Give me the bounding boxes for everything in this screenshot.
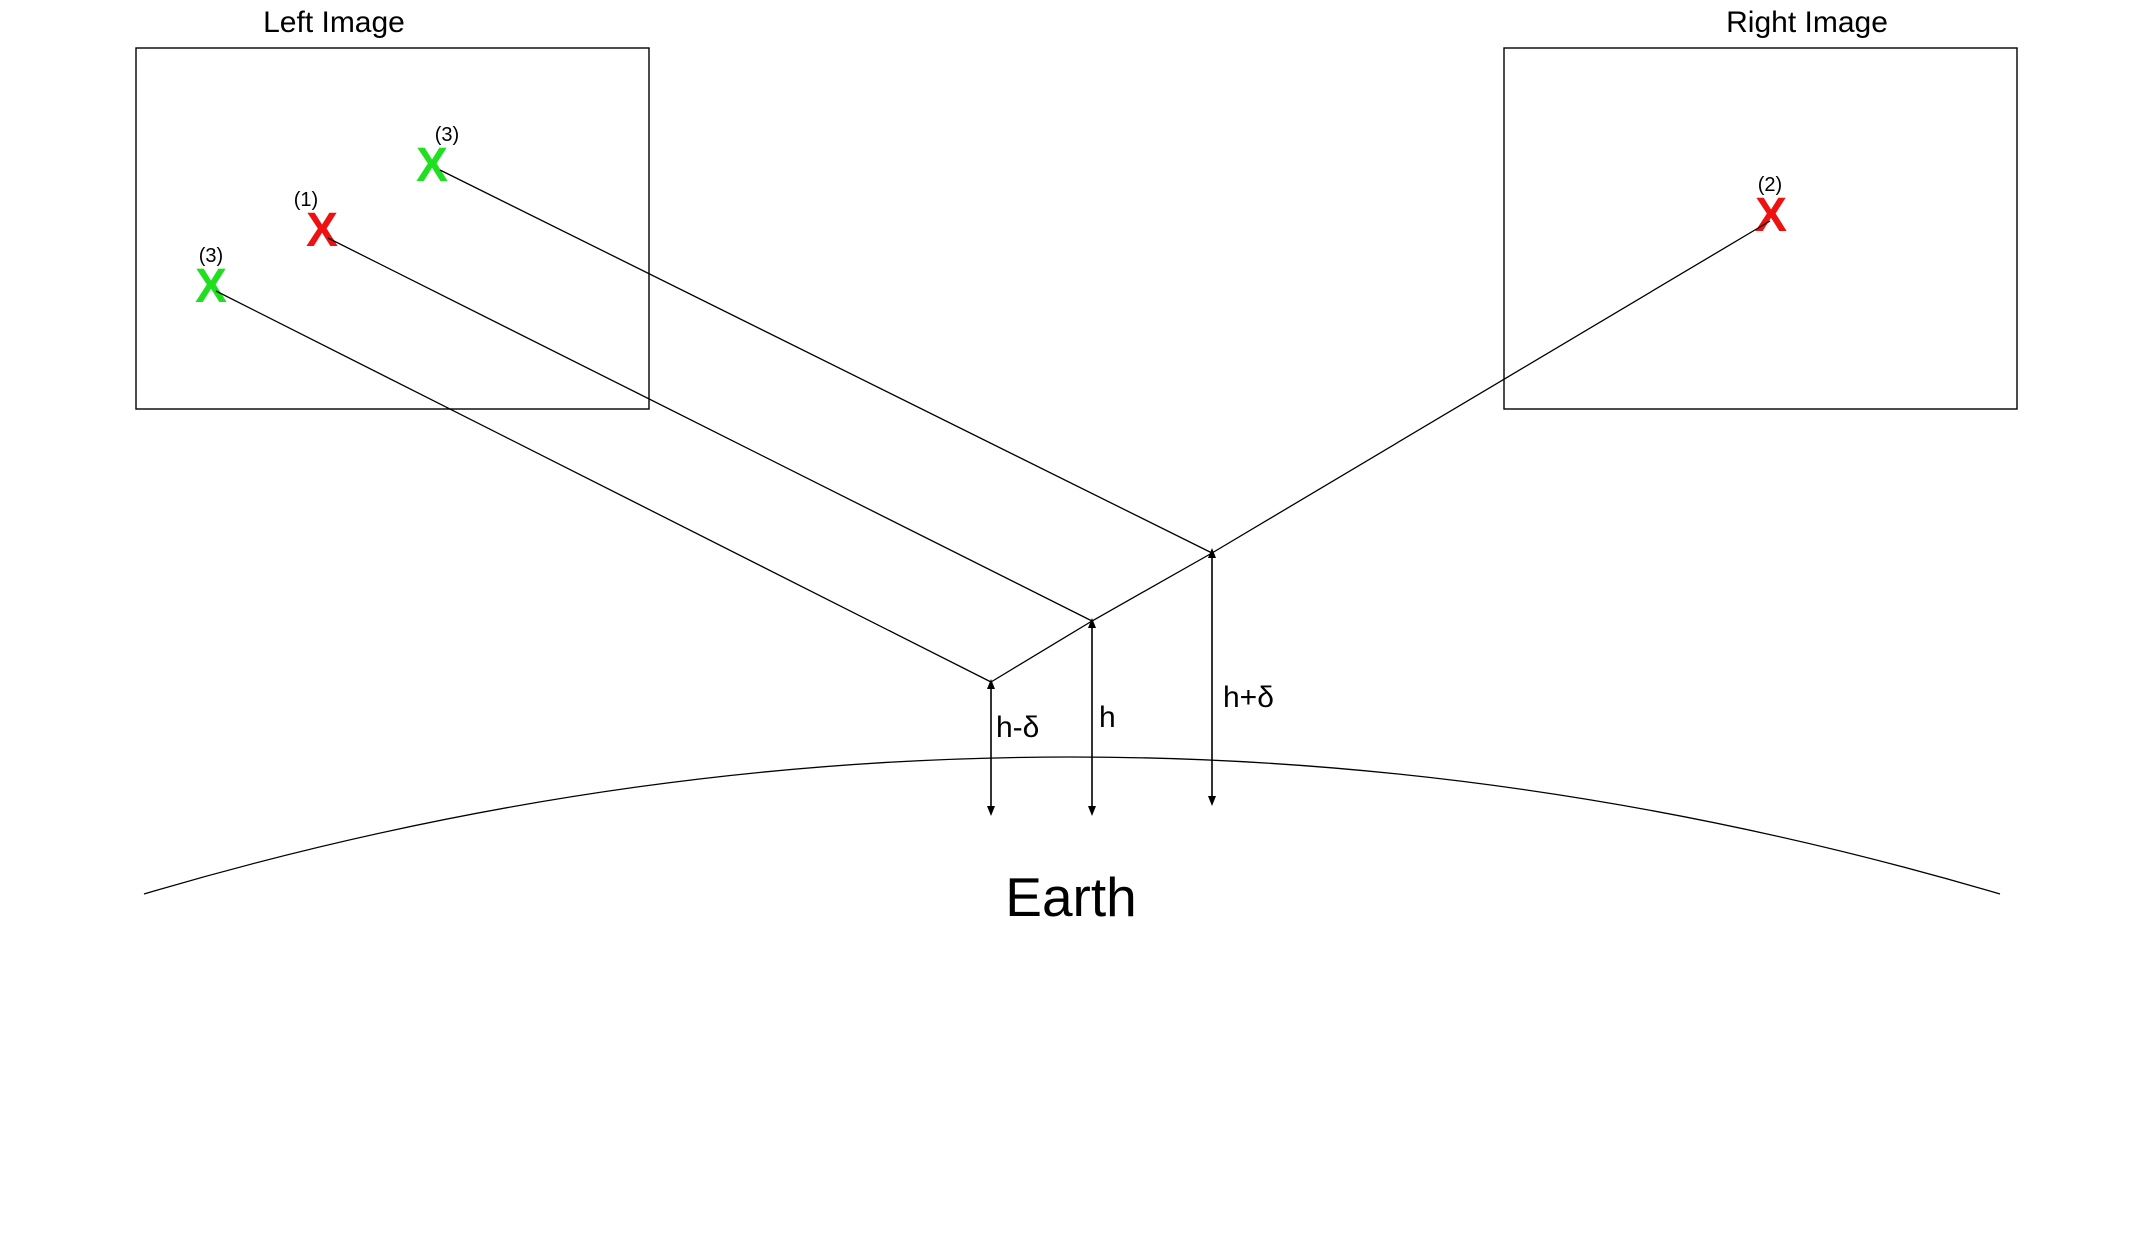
ray-left-near: [215, 290, 992, 683]
left-marker-far-x: X: [416, 139, 448, 192]
left-marker-near: (3) X: [195, 245, 227, 313]
right-marker-label: (2): [1758, 174, 1782, 196]
left-marker-primary-label: (1): [294, 189, 318, 211]
height-label-mid: h: [1099, 701, 1116, 734]
earth-label: Earth: [1005, 866, 1136, 928]
left-image-title: Left Image: [263, 6, 405, 39]
left-image-panel: Left Image (3) X (1) X (3) X: [135, 6, 650, 410]
right-image-title: Right Image: [1726, 6, 1888, 39]
left-marker-near-label: (3): [199, 245, 223, 267]
ray-left-primary: [327, 237, 1093, 622]
ray-right: [990, 220, 1771, 683]
right-image-frame: [1503, 47, 2018, 410]
height-label-low: h-δ: [996, 711, 1039, 744]
left-marker-primary-x: X: [306, 204, 338, 257]
height-label-high: h+δ: [1223, 681, 1274, 714]
right-marker-x: X: [1755, 189, 1787, 242]
ray-left-far: [439, 169, 1213, 554]
left-marker-primary: (1) X: [294, 189, 338, 257]
right-image-panel: Right Image (2) X: [1503, 6, 2018, 410]
right-marker: (2) X: [1755, 174, 1787, 242]
left-marker-near-x: X: [195, 260, 227, 313]
left-marker-far-label: (3): [435, 124, 459, 146]
left-image-frame: [135, 47, 650, 410]
earth-surface: [143, 756, 2001, 895]
left-marker-far: (3) X: [416, 124, 459, 192]
